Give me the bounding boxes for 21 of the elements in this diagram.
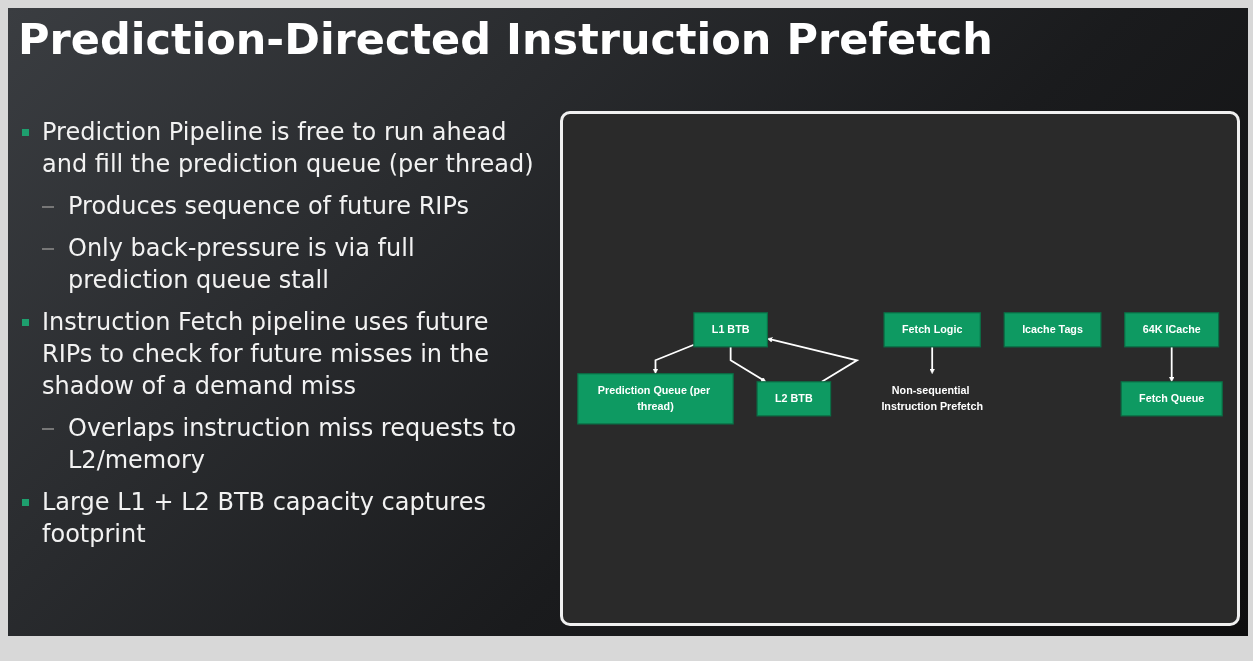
- node-box: [756, 381, 832, 417]
- arrow: [767, 337, 860, 383]
- node-text: Non-sequential Instruction Prefetch: [881, 384, 983, 413]
- slide-title: Prediction-Directed Instruction Prefetch: [18, 14, 993, 64]
- bullet-text: Instruction Fetch pipeline uses future RIPs to check for future misses in the shadow of a demand miss: [42, 308, 490, 400]
- node-box: [1120, 381, 1223, 417]
- arrow: [1169, 346, 1175, 383]
- node-box: [693, 312, 768, 348]
- node-box: [1124, 312, 1220, 348]
- node-box: [1003, 312, 1102, 348]
- node-box: [883, 312, 981, 348]
- arrow: [652, 343, 695, 375]
- arrow: [729, 346, 767, 383]
- sub-bullet-text: Overlaps instruction miss requests to L2/memory: [68, 414, 517, 474]
- sub-bullet-text: Only back-pressure is via full prediction queue stall: [68, 234, 415, 294]
- bullet-text: Prediction Pipeline is free to run ahead and fill the prediction queue (per thread): [42, 118, 534, 178]
- node-box: [577, 373, 734, 425]
- sub-bullet-text: Produces sequence of future RIPs: [68, 192, 469, 220]
- arrow: [929, 346, 935, 375]
- diagram-panel: Non-sequential Instruction Prefetch L1 BTB Prediction Queue (per thread) Fetch Logic Icache Tags L2 BTB 64K ICache Fetch Queue: [560, 111, 1240, 626]
- bullet-text: Large L1 + L2 BTB capacity captures footprint: [42, 488, 486, 548]
